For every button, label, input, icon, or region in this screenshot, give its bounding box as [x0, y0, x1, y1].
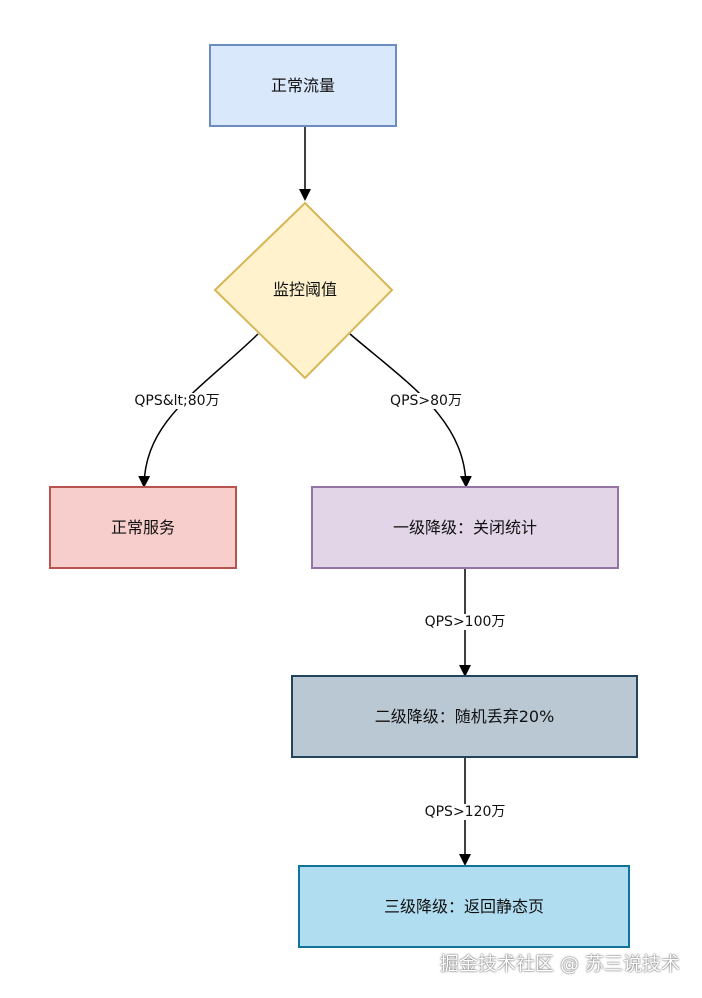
edge-monitor-to-level1: [349, 333, 472, 488]
normal-traffic-label: 正常流量: [270, 75, 335, 95]
edge-label-qps-gt-100w: QPS>100万: [422, 614, 508, 630]
edge-monitor-to-normal-service: [138, 333, 259, 488]
edge-label-qps-gt-120w: QPS>120万: [422, 804, 508, 820]
level2-degradation-label: 二级降级：随机丢弃20%: [374, 706, 555, 726]
level3-degradation-label: 三级降级：返回静态页: [383, 896, 544, 916]
monitor-threshold-label: 监控阈值: [272, 280, 338, 299]
level1-degradation-node: 一级降级：关闭统计: [311, 486, 619, 569]
edge-label-qps-lt-80w: QPS&lt;80万: [132, 393, 222, 409]
normal-service-node: 正常服务: [49, 486, 237, 569]
level3-degradation-node: 三级降级：返回静态页: [298, 865, 630, 948]
level1-degradation-label: 一级降级：关闭统计: [392, 517, 537, 537]
edge-label-qps-gt-80w: QPS>80万: [388, 393, 464, 409]
normal-traffic-node: 正常流量: [209, 44, 397, 127]
normal-service-label: 正常服务: [110, 517, 175, 537]
level2-degradation-node: 二级降级：随机丢弃20%: [291, 675, 638, 758]
watermark-text: 掘金技术社区 @ 苏三说技术: [439, 953, 680, 975]
monitor-threshold-diamond: [213, 201, 394, 380]
